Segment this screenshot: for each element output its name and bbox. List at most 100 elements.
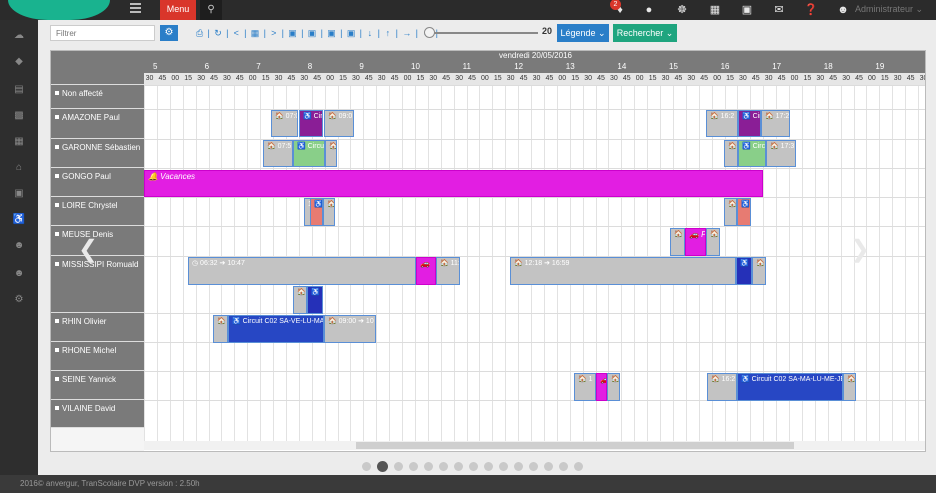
toolbar-tool-icon[interactable]: ⎙ (196, 28, 204, 38)
event-block[interactable]: ♿ Circui (293, 140, 325, 167)
event-block[interactable]: 🏠 12:18 ➔ 16:59 (510, 257, 736, 285)
event-block[interactable]: 🏠 09:00 ➔ 10 (324, 315, 376, 343)
toolbar-tool-icon[interactable]: ▣ (307, 28, 317, 38)
next-arrow-icon[interactable]: ❯ (850, 236, 871, 263)
calculator-icon[interactable]: ▦ (14, 136, 24, 147)
globe-icon[interactable]: ● (645, 4, 653, 16)
zoom-slider-handle[interactable] (424, 27, 435, 38)
search-icon[interactable]: ⚲ (200, 0, 222, 20)
bell-icon[interactable]: ♦ (617, 4, 623, 16)
event-block[interactable]: ♿ (310, 198, 323, 226)
scrollbar-thumb[interactable] (356, 442, 794, 449)
zoom-slider-track[interactable] (434, 32, 538, 34)
resource-row[interactable]: SEINE Yannick (51, 371, 144, 400)
bus-icon[interactable]: ▣ (741, 4, 753, 16)
event-block[interactable]: 🏠 07:5 (263, 140, 293, 167)
pagination-dot[interactable] (469, 462, 478, 471)
pagination-dot[interactable] (514, 462, 523, 471)
user-icon[interactable]: ☻ (13, 240, 25, 251)
event-block[interactable]: 🏠 11: (436, 257, 460, 285)
pagination-dot[interactable] (439, 462, 448, 471)
pagination-dot[interactable] (544, 462, 553, 471)
event-block[interactable]: ♿ Circ (738, 110, 761, 137)
pagination-dot[interactable] (484, 462, 493, 471)
toolbar-tool-icon[interactable]: ▣ (288, 28, 297, 38)
event-block[interactable]: 🏠 16:2 (706, 110, 738, 137)
event-block[interactable]: ◷ 06:32 ➔ 10:47 (188, 257, 416, 285)
users-icon[interactable]: ☸ (677, 4, 687, 16)
filter-input[interactable] (50, 25, 155, 41)
legend-button[interactable]: Légende ⌄ (557, 24, 609, 42)
resource-row[interactable]: MEUSE Denis (51, 226, 144, 256)
resource-row[interactable]: RHIN Olivier (51, 313, 144, 342)
pagination-dot[interactable] (409, 462, 418, 471)
event-block[interactable]: ♿ C (736, 257, 752, 285)
app-logo[interactable] (8, 0, 110, 20)
user-menu[interactable]: Administrateur ⌄ (855, 4, 924, 14)
resource-row[interactable]: Non affecté (51, 85, 144, 109)
gear-icon[interactable]: ⚙ (14, 294, 24, 305)
prev-arrow-icon[interactable]: ❮ (78, 236, 99, 263)
resource-row[interactable]: AMAZONE Paul (51, 109, 144, 139)
pagination-dot[interactable] (394, 462, 403, 471)
event-block[interactable]: ♿ C (307, 286, 323, 314)
toolbar-tool-icon[interactable]: ↑ (385, 28, 391, 38)
event-block[interactable]: 🏠 (323, 198, 335, 226)
event-block[interactable]: 🏠 (325, 140, 337, 167)
toolbar-tool-icon[interactable]: ↓ (367, 28, 373, 38)
event-block[interactable]: ♿ (737, 198, 751, 226)
pagination-dot[interactable] (424, 462, 433, 471)
toolbar-tool-icon[interactable]: ▣ (327, 28, 336, 38)
pagination-dot[interactable] (574, 462, 583, 471)
event-block[interactable]: 🏠 17:3 (766, 140, 796, 167)
resource-row[interactable]: VILAINE David (51, 400, 144, 428)
map-icon[interactable]: ▦ (709, 4, 721, 16)
event-block[interactable]: 🏠 (213, 315, 228, 343)
resource-row[interactable]: GARONNE Sébastien (51, 139, 144, 168)
menu-button[interactable]: Menu (160, 0, 196, 20)
user-icon[interactable]: ☻ (13, 268, 25, 279)
event-block[interactable]: 🏠 (843, 373, 856, 401)
event-block[interactable]: 🏠 (607, 373, 620, 401)
toolbar-tool-icon[interactable]: → (402, 28, 412, 38)
home-icon[interactable]: ⌂ (15, 162, 23, 173)
pagination-dot[interactable] (362, 462, 371, 471)
mail-icon[interactable]: ✉ (774, 4, 784, 16)
event-block[interactable]: 🏠 (670, 228, 685, 256)
event-block[interactable]: ♿ Circu (738, 140, 766, 167)
cloud-icon[interactable]: ☁ (14, 30, 24, 41)
bus-icon[interactable]: ▣ (14, 188, 24, 199)
user-icon[interactable]: ☻ (837, 4, 849, 16)
event-block[interactable]: 🚗 (416, 257, 436, 285)
hamburger-menu-icon[interactable] (130, 3, 141, 13)
event-block[interactable]: 🏠 (293, 286, 307, 314)
event-block[interactable]: 🏠 1 (574, 373, 596, 401)
horizontal-scrollbar[interactable] (144, 441, 925, 450)
event-block[interactable]: ♿ Circ (299, 110, 323, 137)
resource-row[interactable]: GONGO Paul (51, 168, 144, 197)
event-block[interactable]: ♿ Circuit C02 SA-VE-LU-MA- (228, 315, 324, 343)
money-icon[interactable]: ▩ (14, 110, 24, 121)
settings-button[interactable]: ⚙ (160, 25, 178, 41)
toolbar-tool-icon[interactable]: ↻ (214, 28, 222, 38)
toolbar-tool-icon[interactable]: ▦ (250, 28, 260, 38)
pagination-dot[interactable] (499, 462, 508, 471)
toolbar-tool-icon[interactable]: > (271, 28, 277, 38)
pagination-dot[interactable] (529, 462, 538, 471)
document-icon[interactable]: ▤ (14, 84, 24, 95)
event-block[interactable]: 🏠 (724, 140, 738, 167)
pagination-dot[interactable] (454, 462, 463, 471)
event-block[interactable]: 🏠 07:0 (271, 110, 298, 137)
resource-row[interactable]: MISSISSIPI Romuald (51, 256, 144, 313)
event-block[interactable]: 🚗 (596, 373, 607, 401)
toolbar-tool-icon[interactable]: ▣ (346, 28, 356, 38)
event-block[interactable]: 🏠 (752, 257, 766, 285)
event-block[interactable]: 🏠 09:0 (324, 110, 354, 137)
wheelchair-icon[interactable]: ♿ (12, 214, 26, 225)
event-block[interactable]: 🏠 (706, 228, 720, 256)
event-block[interactable]: ♿ Circuit C02 SA-MA-LU-ME-JE- (737, 373, 843, 401)
event-block[interactable]: 🚗 P (685, 228, 706, 256)
search-button[interactable]: Rechercher ⌄ (613, 24, 677, 42)
help-icon[interactable]: ❓ (804, 4, 818, 16)
